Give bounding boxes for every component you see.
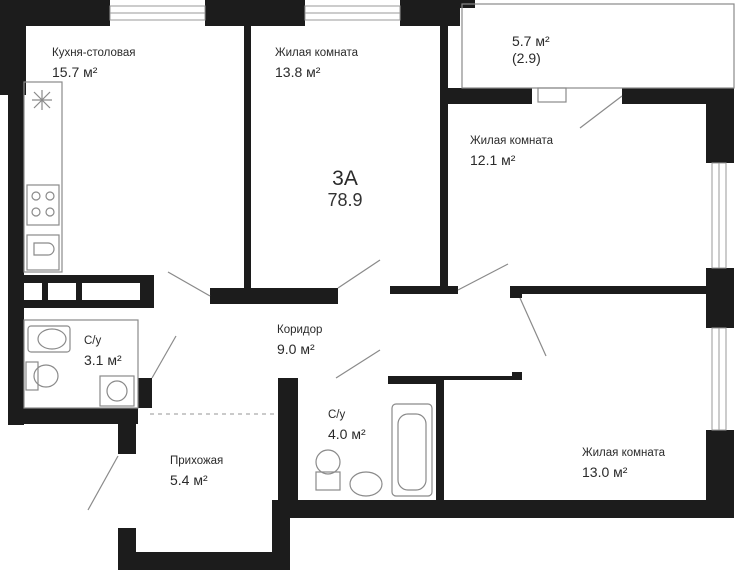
kitchen-counter bbox=[23, 81, 63, 273]
toilet-icon bbox=[315, 449, 341, 491]
washbasin-icon bbox=[349, 471, 383, 497]
kitchen-name: Кухня-столовая bbox=[52, 47, 136, 59]
hall-name: Прихожая bbox=[170, 455, 224, 467]
balcony-reduced-area: (2.9) bbox=[512, 50, 541, 66]
windows bbox=[109, 5, 727, 431]
toilet-icon bbox=[25, 361, 59, 391]
fixtures bbox=[23, 81, 623, 511]
hall-area: 5.4 м² bbox=[170, 472, 208, 488]
bath2-area: 4.0 м² bbox=[328, 426, 366, 442]
apartment-total-area: 78.9 bbox=[327, 190, 363, 210]
living1-name: Жилая комната bbox=[275, 47, 359, 59]
bathtub-icon bbox=[391, 403, 433, 497]
apartment-id: 3А bbox=[332, 167, 358, 190]
corridor-area: 9.0 м² bbox=[277, 341, 315, 357]
bath1-name: С/у bbox=[84, 335, 102, 347]
stove-icon bbox=[26, 184, 60, 226]
bath2-name: С/у bbox=[328, 409, 346, 421]
interior-walls bbox=[24, 26, 706, 500]
living3-area: 13.0 м² bbox=[582, 464, 628, 480]
sink-icon bbox=[32, 90, 52, 110]
living3-name: Жилая комната bbox=[582, 447, 666, 459]
bath1-frame bbox=[23, 319, 139, 409]
balcony-frame bbox=[461, 3, 735, 103]
washbasin-icon bbox=[27, 325, 71, 353]
living1-area: 13.8 м² bbox=[275, 64, 321, 80]
washing-machine-icon bbox=[99, 375, 135, 407]
balcony-area: 5.7 м² bbox=[512, 33, 550, 49]
corridor-name: Коридор bbox=[277, 324, 323, 336]
bath1-area: 3.1 м² bbox=[84, 352, 122, 368]
living2-name: Жилая комната bbox=[470, 135, 554, 147]
kitchen-area: 15.7 м² bbox=[52, 64, 98, 80]
kitchen-sink-icon bbox=[26, 234, 60, 271]
living2-area: 12.1 м² bbox=[470, 152, 516, 168]
